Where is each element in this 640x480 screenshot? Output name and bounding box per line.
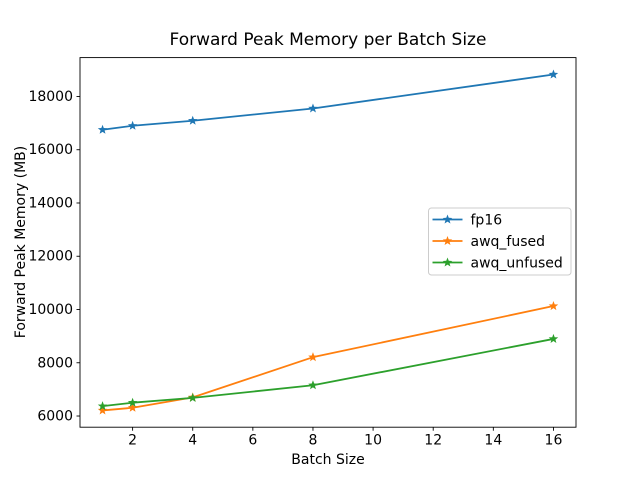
plot-box — [79, 57, 577, 428]
y-tick-label: 8000 — [37, 355, 73, 371]
legend-marker — [442, 236, 453, 246]
data-point-awq_unfused — [127, 397, 138, 407]
data-point-awq_fused — [97, 405, 108, 415]
y-tick-label: 18000 — [28, 89, 73, 105]
legend-marker — [442, 257, 453, 267]
legend-label-awq_fused: awq_fused — [471, 234, 546, 250]
data-point-awq_fused — [308, 352, 318, 362]
data-point-fp16 — [548, 69, 559, 79]
x-tick-label: 12 — [424, 433, 442, 449]
series-line-awq_unfused — [102, 338, 554, 408]
x-tick-label: 14 — [484, 433, 502, 449]
data-point-awq_unfused — [187, 392, 198, 402]
x-tick-label: 2 — [128, 433, 137, 449]
legend: fp16 awq_fused awq_unfused — [428, 207, 572, 276]
series-line-fp16 — [102, 73, 554, 131]
legend-label-awq_unfused: awq_unfused — [471, 256, 563, 272]
x-tick-label: 10 — [364, 433, 382, 449]
x-tick-label: 6 — [248, 433, 257, 449]
y-axis-label: Forward Peak Memory (MB) — [13, 146, 29, 338]
data-point-awq_fused — [127, 402, 138, 412]
data-point-awq_unfused — [97, 401, 108, 411]
chart-title: Forward Peak Memory per Batch Size — [170, 30, 487, 50]
x-tick-label: 4 — [188, 433, 197, 449]
data-point-fp16 — [187, 115, 198, 125]
series-line-awq_fused — [102, 305, 554, 412]
data-point-fp16 — [97, 124, 108, 134]
data-point-awq_unfused — [548, 333, 559, 343]
plot-area: 2 4 6 8 10 12 14 16 6000 8000 10000 12000 14000 16000… — [28, 57, 577, 449]
y-tick-label: 14000 — [28, 195, 73, 211]
y-tick-label: 16000 — [28, 142, 73, 158]
y-tick-label: 10000 — [28, 302, 73, 318]
data-point-awq_fused — [548, 301, 559, 311]
data-point-fp16 — [127, 120, 138, 130]
x-axis-label: Batch Size — [291, 452, 364, 468]
y-tick-label: 6000 — [37, 409, 73, 425]
legend-box — [428, 207, 572, 276]
x-tick-label: 8 — [309, 433, 318, 449]
legend-marker — [442, 214, 453, 224]
legend-label-fp16: fp16 — [471, 213, 503, 229]
data-point-fp16 — [308, 103, 318, 113]
data-point-awq_unfused — [308, 380, 318, 390]
y-tick-label: 12000 — [28, 249, 73, 265]
x-tick-label: 16 — [545, 433, 563, 449]
